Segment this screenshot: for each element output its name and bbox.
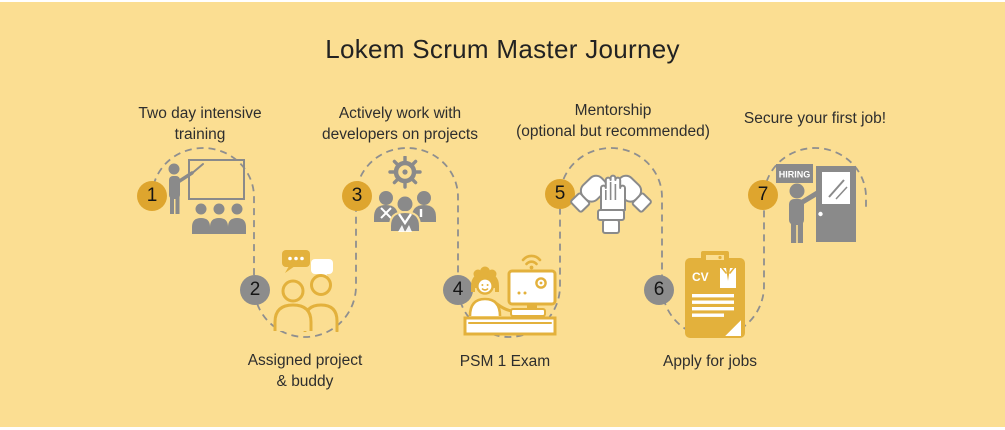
step-7-label: Secure your first job!	[743, 110, 887, 127]
step-5-label: Mentorship (optional but recommended)	[516, 102, 710, 141]
wifi-signal	[521, 254, 542, 270]
cv-clipboard-icon: CV	[685, 251, 745, 338]
step-4-number: 4	[452, 279, 464, 300]
hiring-sign-text: HIRING	[779, 170, 811, 180]
hiring-sign: HIRING	[776, 164, 813, 183]
exam-candidate	[468, 266, 514, 317]
audience-silhouettes	[192, 203, 246, 234]
step-6-label: Apply for jobs	[663, 353, 757, 370]
journey-dashed-line	[151, 147, 867, 338]
step-3-label: Actively work with developers on project…	[322, 105, 478, 144]
buddy-front	[273, 279, 313, 331]
scrum-team-gear-icon	[374, 156, 436, 233]
teamwork-hands-icon	[570, 174, 652, 234]
job-seeker	[789, 183, 822, 243]
project-buddy-chat-icon	[273, 250, 339, 332]
center-hand	[597, 174, 626, 234]
step-2-number: 2	[249, 279, 261, 300]
gear	[388, 156, 422, 189]
step-5-number: 5	[554, 183, 566, 204]
team-member-center	[389, 194, 421, 233]
page-title: Lokem Scrum Master Journey	[325, 34, 680, 64]
door	[816, 166, 856, 242]
step-2-label: Assigned project & buddy	[247, 352, 363, 391]
step-7-number: 7	[757, 184, 769, 205]
keyboard	[510, 308, 546, 317]
step-2-number-badge: 2	[240, 275, 270, 305]
online-exam-desk-icon	[463, 254, 557, 336]
step-6-number: 6	[653, 279, 665, 300]
step-1-number-badge: 1	[137, 181, 167, 211]
step-3-number-badge: 3	[342, 181, 372, 211]
photo-shirt	[720, 267, 736, 288]
step-1-number: 1	[146, 185, 158, 206]
step-1-label: Two day intensive training	[138, 105, 262, 144]
step-4-number-badge: 4	[443, 275, 473, 305]
classroom-training-icon	[168, 159, 246, 234]
clipboard-clip	[701, 251, 729, 264]
step-3-number: 3	[351, 185, 363, 206]
desk	[463, 316, 557, 336]
step-5-number-badge: 5	[545, 179, 575, 209]
proctor-monitor	[507, 269, 557, 310]
step-4-label: PSM 1 Exam	[459, 353, 551, 370]
cv-text: CV	[692, 270, 709, 284]
hiring-door-icon: HIRING	[776, 164, 856, 243]
cv-lines	[692, 294, 734, 317]
step-6-number-badge: 6	[644, 275, 674, 305]
step-7-number-badge: 7	[748, 180, 778, 210]
team-member-left	[374, 191, 398, 222]
